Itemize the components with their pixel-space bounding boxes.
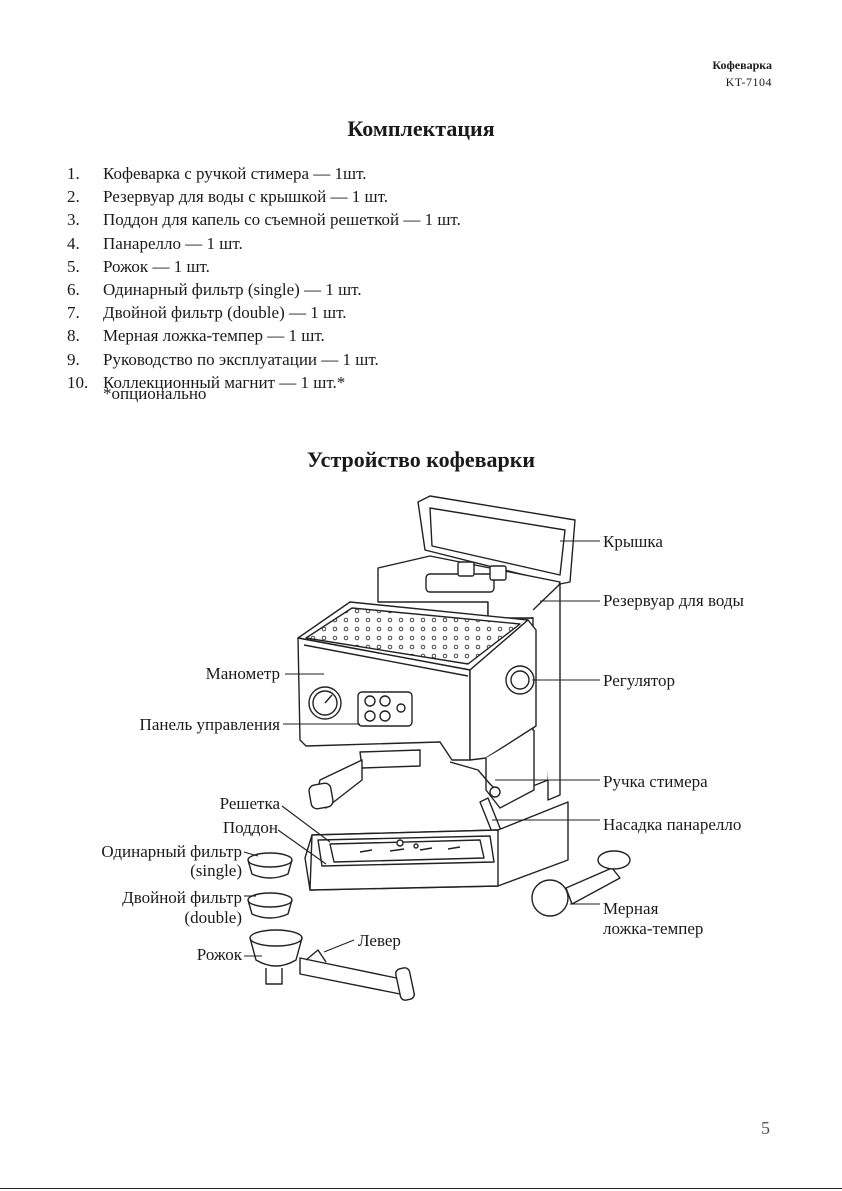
tamper-head bbox=[531, 879, 569, 917]
double-filter-shape bbox=[247, 892, 293, 908]
list-item-number: 2. bbox=[67, 187, 80, 207]
label-control-panel: Панель управления bbox=[139, 715, 280, 734]
label-scoop-line1: Мерная bbox=[603, 899, 659, 918]
list-item-number: 10. bbox=[67, 372, 89, 392]
list-item-number: 3. bbox=[67, 210, 80, 230]
label-scoop-line2: ложка-темпер bbox=[603, 919, 704, 938]
portafilter-basket bbox=[249, 929, 303, 947]
package-contents-title: Комплектация bbox=[347, 116, 495, 141]
label-single-filter-line1: Одинарный фильтр bbox=[101, 842, 242, 861]
list-item-text: Панарелло — 1 шт. bbox=[103, 233, 243, 253]
list-item-text: Коллекционный магнит — 1 шт.* bbox=[103, 372, 346, 392]
label-manometer: Манометр bbox=[205, 664, 280, 683]
header-product-title: Кофеварка bbox=[712, 58, 772, 72]
list-item-number: 1. bbox=[67, 164, 80, 183]
list-item-number: 8. bbox=[67, 326, 80, 346]
label-lid: Крышка bbox=[603, 532, 663, 551]
group-head bbox=[359, 749, 421, 769]
label-grate: Решетка bbox=[219, 794, 280, 813]
label-double-filter-line2: (double) bbox=[184, 908, 242, 927]
coffee-machine-diagram bbox=[243, 495, 631, 1001]
list-item-text: Резервуар для воды с крышкой — 1 шт. bbox=[103, 187, 389, 207]
list-item-text: Одинарный фильтр (single) — 1 шт. bbox=[103, 279, 362, 299]
list-item-text: Поддон для капель со съемной решеткой — … bbox=[103, 210, 461, 230]
bottom-divider bbox=[0, 1188, 842, 1189]
machine-body-side bbox=[469, 619, 537, 761]
label-panarello: Насадка панарелло bbox=[603, 815, 742, 834]
list-item-text: Мерная ложка-темпер — 1 шт. bbox=[103, 326, 325, 346]
scoop-cup bbox=[597, 850, 631, 870]
list-item-number: 7. bbox=[67, 303, 80, 323]
regulator-knob bbox=[505, 665, 535, 695]
optional-footnote: *опционально bbox=[103, 384, 207, 403]
label-tray: Поддон bbox=[222, 818, 278, 837]
lid-shape bbox=[417, 495, 576, 585]
label-steam-handle: Ручка стимера bbox=[603, 772, 708, 791]
device-overview-title: Устройство кофеварки bbox=[306, 447, 536, 472]
tank-handle bbox=[425, 573, 495, 593]
portafilter-lever bbox=[305, 949, 327, 963]
list-item-text: Рожок — 1 шт. bbox=[103, 256, 210, 276]
water-tank-side bbox=[532, 583, 561, 801]
list-item-text: Руководство по эксплуатации — 1 шт. bbox=[103, 349, 379, 369]
list-item-number: 4. bbox=[67, 233, 80, 253]
list-item-number: 6. bbox=[67, 279, 80, 299]
label-portafilter: Рожок bbox=[196, 945, 242, 964]
page-number: 5 bbox=[761, 1118, 770, 1138]
list-item-text: Кофеварка с ручкой стимера — 1шт. bbox=[103, 164, 367, 183]
label-double-filter-line1: Двойной фильтр bbox=[122, 888, 242, 907]
list-item-text: Двойной фильтр (double) — 1 шт. bbox=[103, 303, 347, 323]
list-item-number: 9. bbox=[67, 349, 80, 369]
label-single-filter-line2: (single) bbox=[190, 861, 242, 880]
label-lever: Левер bbox=[358, 931, 401, 950]
header-model-number: KT-7104 bbox=[725, 75, 772, 89]
label-regulator: Регулятор bbox=[603, 671, 676, 690]
label-water-tank: Резервуар для воды bbox=[603, 591, 744, 610]
portafilter-handle bbox=[299, 957, 411, 997]
list-item-number: 5. bbox=[67, 256, 80, 276]
